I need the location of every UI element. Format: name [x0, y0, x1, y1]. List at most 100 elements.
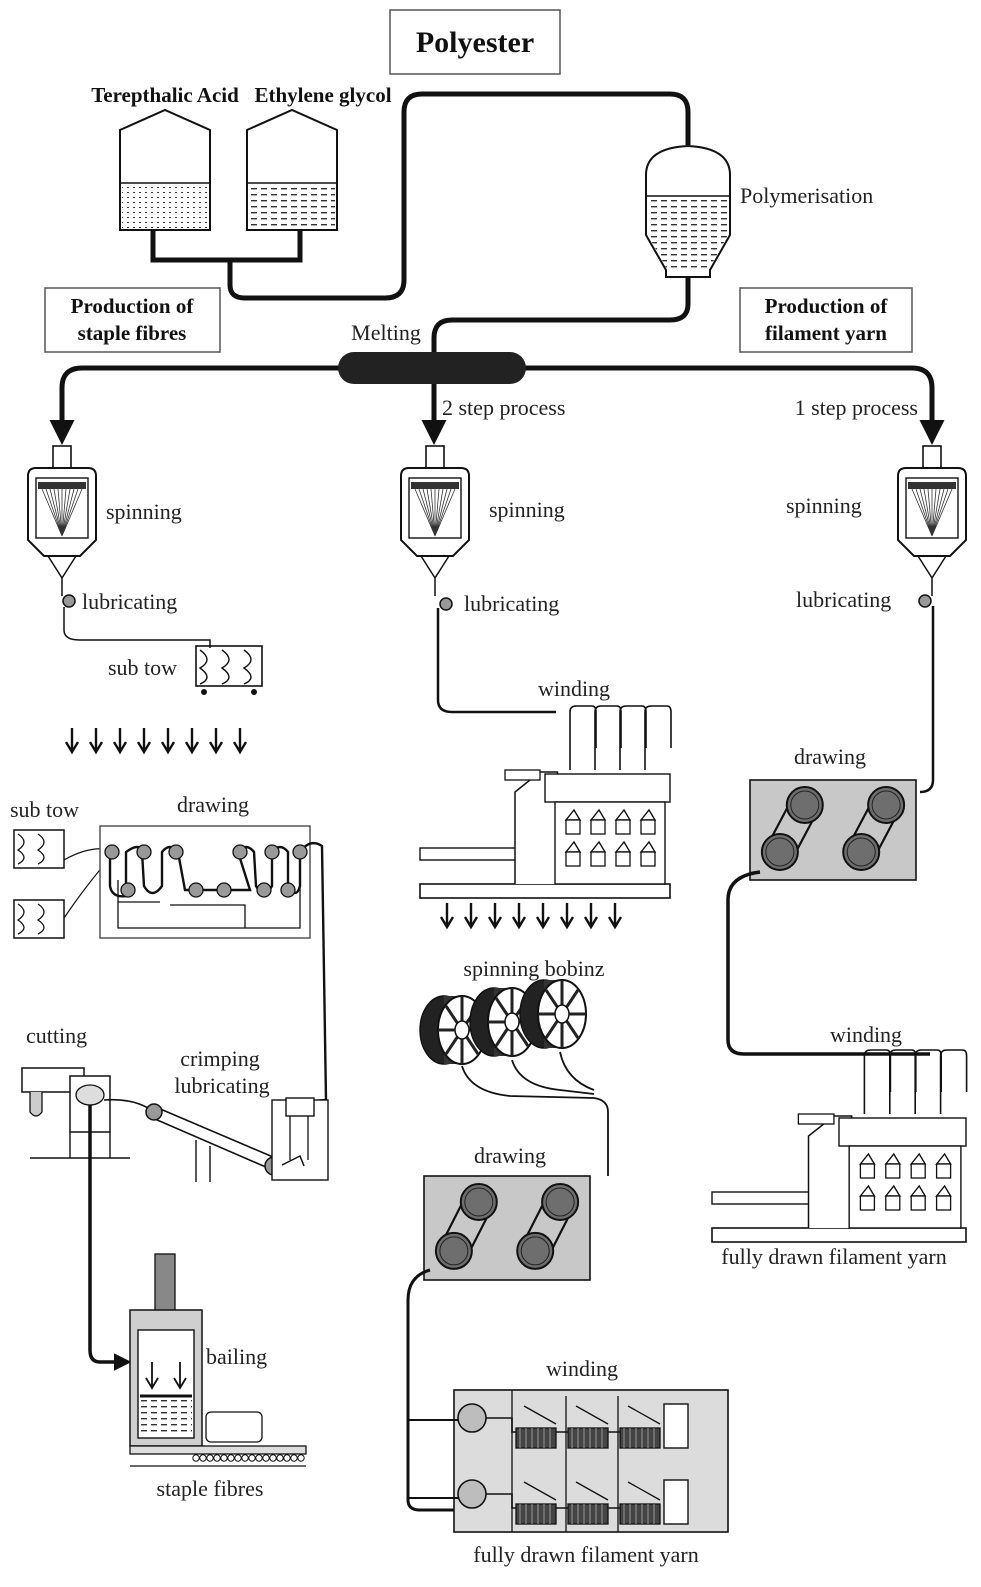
one-step-drawing-label: drawing: [794, 744, 866, 769]
crimp-lubricating-label: lubricating: [174, 1073, 269, 1098]
yarn-thread: [915, 1050, 941, 1114]
down-arrow-icon: [234, 728, 246, 752]
staple-drawing-label: drawing: [177, 792, 249, 817]
take-up-roller-icon: [458, 1404, 486, 1432]
down-arrow-icon: [114, 728, 126, 752]
drawing-roller-icon: [105, 845, 119, 859]
staple-heading-line1: Production of: [71, 294, 195, 318]
staple-lubricating-roller-icon: [63, 595, 75, 607]
two-step-process-label: 2 step process: [442, 395, 565, 420]
drawing-roller-icon: [217, 883, 231, 897]
silo-ethylene-glycol: [247, 110, 337, 230]
conveyor-roller-icon: [277, 1455, 283, 1461]
godet-roller-icon: [787, 787, 823, 823]
spinning-bobbins-label: spinning bobinz: [463, 956, 604, 981]
drawing-roller-icon: [281, 883, 295, 897]
polymerisation-label: Polymerisation: [740, 183, 873, 208]
godet-roller-icon: [461, 1184, 497, 1220]
one-step-winding-machine: [712, 1050, 967, 1242]
yarn-thread: [941, 1050, 967, 1114]
conveyor-roller-icon: [256, 1455, 262, 1461]
one-step-yarn-line: [920, 606, 933, 792]
down-arrow-icon: [465, 903, 477, 927]
godet-roller-icon: [542, 1184, 578, 1220]
one-step-lubricating-label: lubricating: [796, 587, 891, 612]
one-step-process-label: 1 step process: [795, 395, 918, 420]
conveyor-roller-icon: [263, 1455, 269, 1461]
two-step-output-label: fully drawn filament yarn: [473, 1542, 698, 1567]
down-arrow-icon: [90, 728, 102, 752]
conveyor-roller-icon: [270, 1455, 276, 1461]
two-step-winding-2-label: winding: [546, 1356, 618, 1381]
drawing-roller-icon: [257, 883, 271, 897]
down-arrow-icon: [186, 728, 198, 752]
godet-roller-icon: [868, 787, 904, 823]
staple-heading-line2: staple fibres: [78, 321, 187, 345]
drawing-roller-icon: [169, 845, 183, 859]
two-step-draw-output-line: [408, 1270, 458, 1510]
two-step-spinneret-icon: [401, 446, 469, 596]
two-step-final-winder: [408, 1390, 728, 1532]
staple-spinneret-icon: [28, 446, 96, 596]
two-step-spinning-label: spinning: [489, 497, 565, 522]
take-up-roller-icon: [458, 1480, 486, 1508]
sub-tow-label-2: sub tow: [10, 797, 79, 822]
conveyor-roller-icon: [242, 1455, 248, 1461]
cutting-label: cutting: [26, 1023, 87, 1048]
drawing-roller-icon: [233, 845, 247, 859]
polymerisation-vessel: [646, 146, 730, 277]
drawing-roller-icon: [293, 845, 307, 859]
filament-heading-line1: Production of: [765, 294, 889, 318]
staple-fibres-output-label: staple fibres: [157, 1476, 264, 1501]
conveyor-roller-icon: [193, 1455, 199, 1461]
one-step-drawing-unit: [750, 780, 916, 880]
title-text: Polyester: [416, 26, 534, 59]
yarn-thread: [864, 1050, 890, 1114]
staple-lubricating-label: lubricating: [82, 589, 177, 614]
yarn-thread: [570, 706, 596, 770]
feed-pipe: [153, 94, 688, 298]
down-arrow-icon: [210, 728, 222, 752]
yarn-thread: [620, 706, 646, 770]
conveyor-roller-icon: [221, 1455, 227, 1461]
godet-roller-icon: [517, 1233, 553, 1269]
drawing-roller-icon: [121, 883, 135, 897]
two-step-lubricating-label: lubricating: [464, 591, 559, 616]
conveyor-roller-icon: [249, 1455, 255, 1461]
sub-tow-label: sub tow: [108, 655, 177, 680]
filament-heading-line2: filament yarn: [765, 321, 887, 345]
sub-tow-cans: [14, 830, 112, 938]
yarn-thread: [595, 706, 621, 770]
conveyor-roller-icon: [200, 1455, 206, 1461]
down-arrow-icon: [561, 903, 573, 927]
down-arrow-icon: [609, 903, 621, 927]
yarn-thread: [645, 706, 671, 770]
conveyor-roller-icon: [235, 1455, 241, 1461]
godet-roller-icon: [762, 834, 798, 870]
conveyor-roller-icon: [214, 1455, 220, 1461]
godet-roller-icon: [436, 1233, 472, 1269]
two-step-lubricating-roller-icon: [440, 598, 452, 610]
two-step-transfer-arrows: [441, 903, 621, 927]
one-step-lubricating-roller-icon: [919, 595, 931, 607]
cut-to-bale-line: [90, 1105, 128, 1362]
drawing-roller-icon: [265, 845, 279, 859]
two-step-drawing-label: drawing: [474, 1143, 546, 1168]
spinning-bobbins-icon: [420, 980, 586, 1064]
conveyor-roller-icon: [207, 1455, 213, 1461]
down-arrow-icon: [585, 903, 597, 927]
terepthalic-acid-label: Terepthalic Acid: [91, 83, 239, 107]
down-arrow-icon: [162, 728, 174, 752]
distribution-line-left: [62, 368, 345, 440]
conveyor-roller-icon: [291, 1455, 297, 1461]
drawing-roller-icon: [137, 845, 151, 859]
conveyor-roller-icon: [228, 1455, 234, 1461]
staple-transfer-arrows: [66, 728, 246, 752]
down-arrow-icon: [441, 903, 453, 927]
sub-tow-can-icon: [196, 646, 262, 695]
down-arrow-icon: [537, 903, 549, 927]
one-step-spinneret-icon: [898, 446, 966, 596]
title-box: Polyester: [390, 10, 560, 74]
down-arrow-icon: [138, 728, 150, 752]
